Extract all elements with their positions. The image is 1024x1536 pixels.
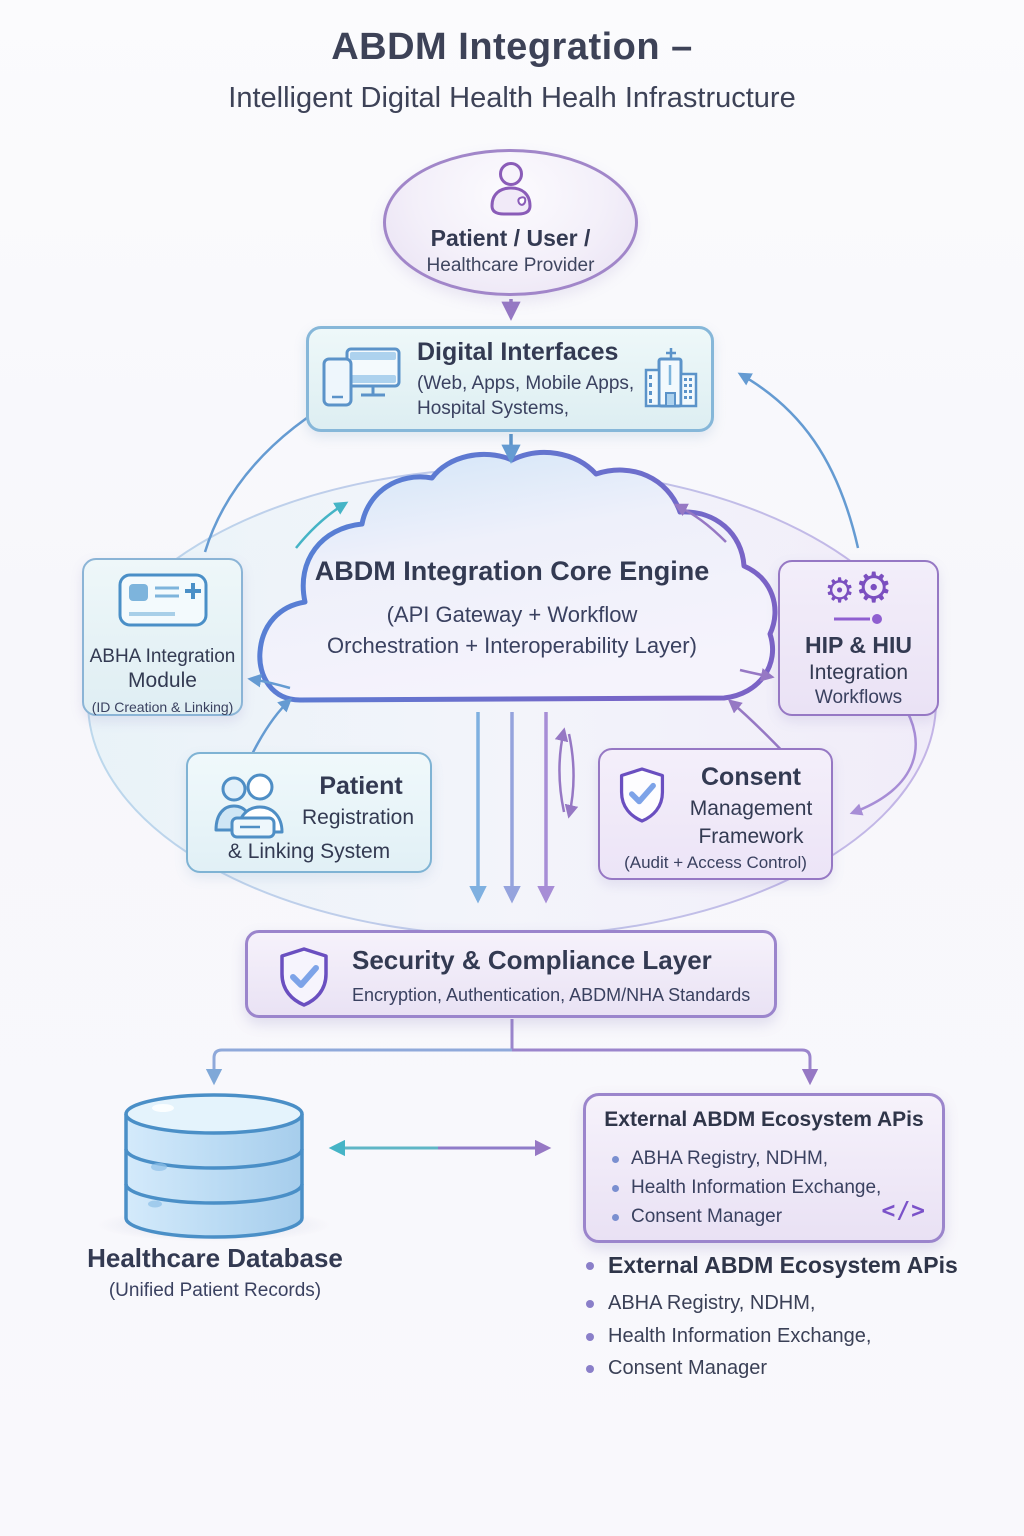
core-engine-title: ABDM Integration Core Engine [314, 556, 710, 586]
hospital-icon [643, 345, 699, 414]
consent-line2: Management [689, 797, 813, 820]
external-bullet-1: ABHA Registry, NDHM, [631, 1148, 829, 1169]
database-subtitle: (Unified Patient Records) [108, 1280, 322, 1301]
external-apis-title: External ABDM Ecosystem APis [604, 1108, 924, 1131]
bullet-icon [612, 1155, 619, 1163]
bullet-icon [586, 1299, 594, 1308]
code-icon: </> [881, 1198, 926, 1224]
digital-interfaces-title: Digital Interfaces [417, 337, 619, 366]
external-bullet-2: Health Information Exchange, [631, 1177, 882, 1198]
arrow-cloud-to-hip [739, 668, 775, 682]
actor-node: Patient / User / Healthcare Provider [383, 149, 638, 296]
id-card-icon [117, 572, 209, 637]
abha-label-line2: Module [128, 669, 197, 692]
person-icon [484, 160, 538, 223]
hip-label-line1: HIP & HIU [805, 632, 912, 658]
consent-line1: Consent [701, 763, 801, 791]
hip-label-line2: Integration [808, 661, 909, 684]
page-title: ABDM Integration – [331, 26, 693, 68]
list-item: Consent Manager [612, 1206, 782, 1228]
shield-check-icon [616, 766, 668, 829]
list-item: Health Information Exchange, [612, 1177, 881, 1199]
footer-item-4: Consent Manager [608, 1357, 767, 1379]
gears-icon: ⚙⚙ [824, 563, 893, 612]
actor-label-line2: Healthcare Provider [426, 255, 595, 276]
page-subtitle: Intelligent Digital Health Healh Infrast… [228, 82, 796, 114]
people-icon [204, 772, 296, 845]
digital-interfaces-sub1: (Web, Apps, Mobile Apps, [417, 372, 635, 394]
footer-item-3: Health Information Exchange, [608, 1325, 872, 1347]
arrow-cloud-to-consent-down [564, 733, 579, 819]
patient-reg-line2: Registration [301, 806, 415, 829]
security-layer-node: Security & Compliance Layer Encryption, … [245, 930, 777, 1018]
arrow-teal-into-cloud [295, 501, 349, 549]
database-title: Healthcare Database [87, 1243, 343, 1273]
slider-icon [830, 612, 888, 630]
actor-label-line1: Patient / User / [430, 225, 591, 251]
patient-reg-line1: Patient [319, 772, 403, 800]
list-item: Health Information Exchange, [586, 1325, 872, 1348]
connector-security-to-database [205, 1048, 512, 1086]
footer-item-1: External ABDM Ecosystem APis [608, 1252, 958, 1278]
abha-label-line1: ABHA Integration [89, 646, 236, 667]
arrow-consent-to-cloud-up [554, 727, 569, 813]
consent-line3: Framework [698, 825, 804, 848]
arrow-right-feedback-to-interfaces [737, 372, 860, 549]
digital-interfaces-node: Digital Interfaces (Web, Apps, Mobile Ap… [306, 326, 714, 432]
bullet-icon [586, 1261, 594, 1270]
devices-icon [321, 346, 403, 413]
database-icon [121, 1092, 307, 1247]
footer-item-2: ABHA Registry, NDHM, [608, 1292, 816, 1314]
abha-note: (ID Creation & Linking) [91, 699, 234, 715]
list-item: External ABDM Ecosystem APis [586, 1252, 958, 1279]
arrow-purple-into-cloud [673, 503, 727, 543]
digital-interfaces-sub2: Hospital Systems, [417, 397, 570, 419]
list-item: Consent Manager [586, 1357, 767, 1380]
security-title: Security & Compliance Layer [352, 945, 712, 975]
connector-security-to-external [512, 1048, 819, 1086]
consent-note: (Audit + Access Control) [624, 853, 807, 872]
external-apis-node: External ABDM Ecosystem APis ABHA Regist… [583, 1093, 945, 1243]
consent-node: Consent Management Framework (Audit + Ac… [598, 748, 833, 880]
bullet-icon [612, 1213, 619, 1221]
arrow-cloud-to-abha [247, 673, 291, 690]
patient-registration-node: Patient Registration & Linking System [186, 752, 432, 873]
shield-check-icon [276, 946, 332, 1013]
core-engine-sub2: Orchestration + Interoperability Layer) [327, 633, 697, 658]
core-engine-sub1: (API Gateway + Workflow [386, 602, 638, 627]
hip-hiu-node: ⚙⚙ HIP & HIU Integration Workflows [778, 560, 939, 716]
core-engine-node: ABDM Integration Core Engine (API Gatewa… [287, 556, 737, 661]
external-bullet-3: Consent Manager [631, 1206, 783, 1227]
list-item: ABHA Registry, NDHM, [612, 1148, 828, 1170]
bullet-icon [586, 1332, 594, 1341]
security-subtitle: Encryption, Authentication, ABDM/NHA Sta… [352, 985, 751, 1005]
list-item: ABHA Registry, NDHM, [586, 1292, 815, 1315]
hip-label-line3: Workflows [814, 687, 903, 708]
arrow-hip-to-consent-arc [849, 702, 917, 816]
bullet-icon [612, 1184, 619, 1192]
abha-module-node: ABHA Integration Module (ID Creation & L… [82, 558, 243, 716]
bullet-icon [586, 1364, 594, 1373]
patient-reg-line3: & Linking System [227, 840, 391, 863]
